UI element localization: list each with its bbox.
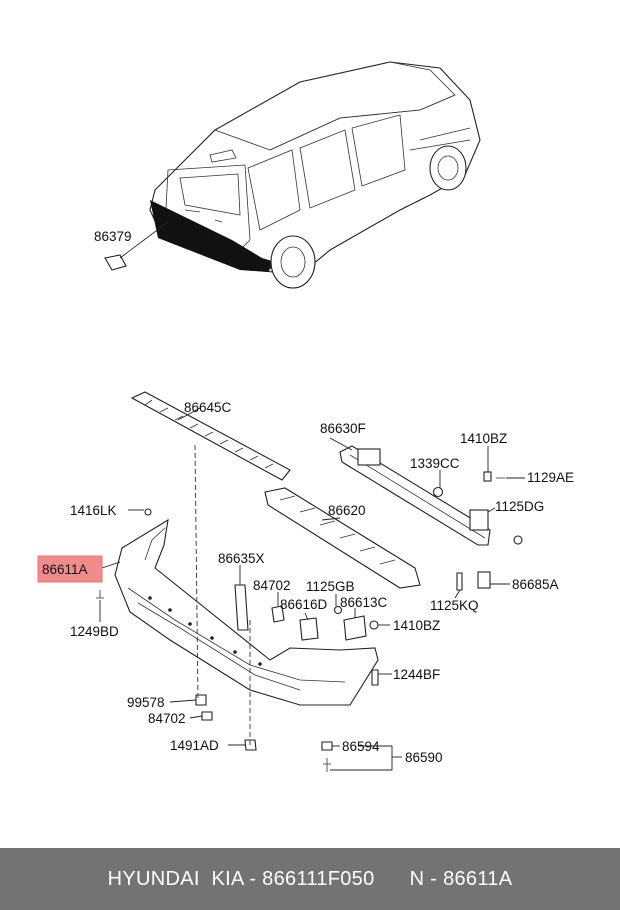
callout-1125kq: 1125KQ [430,598,479,613]
callout-1491ad: 1491AD [170,738,219,753]
callout-86685a: 86685A [512,577,559,592]
callout-99578: 99578 [127,695,165,710]
leader-lines [99,407,525,771]
callout-1410bz-top: 1410BZ [460,431,507,446]
callout-86611a: 86611A [42,562,88,577]
callout-1129ae: 1129AE [527,470,574,485]
callout-86379: 86379 [94,229,132,244]
callout-86645c: 86645C [184,400,232,415]
callout-1125dg: 1125DG [495,499,544,514]
parts-diagram: 86379 86645C 86630F 1410BZ 1339CC 1129AE… [37,61,574,772]
callout-1410bz-low: 1410BZ [393,618,440,633]
bumper-assembly [96,391,523,772]
callout-86635x: 86635X [218,551,265,566]
callout-86616d: 86616D [280,597,328,612]
part-number-footer: HYUNDAI KIA - 866111F050 N - 86611A [0,848,620,910]
highlight-box [37,555,103,583]
callout-84702-b: 84702 [148,711,186,726]
callout-1416lk: 1416LK [70,503,117,518]
callout-1249bd: 1249BD [70,624,119,639]
vehicle-illustration [104,61,481,289]
callout-1125gb: 1125GB [306,579,355,594]
callout-86590: 86590 [405,750,443,765]
callout-86613c: 86613C [340,595,388,610]
callout-86630f: 86630F [320,421,366,436]
callout-84702-a: 84702 [253,578,291,593]
callout-1339cc: 1339CC [410,456,460,471]
part-callouts: 86379 86645C 86630F 1410BZ 1339CC 1129AE… [42,229,574,765]
callout-86594: 86594 [342,739,380,754]
callout-1244bf: 1244BF [393,667,440,682]
callout-86620: 86620 [328,503,366,518]
footer-text: HYUNDAI KIA - 866111F050 N - 86611A [107,867,513,890]
